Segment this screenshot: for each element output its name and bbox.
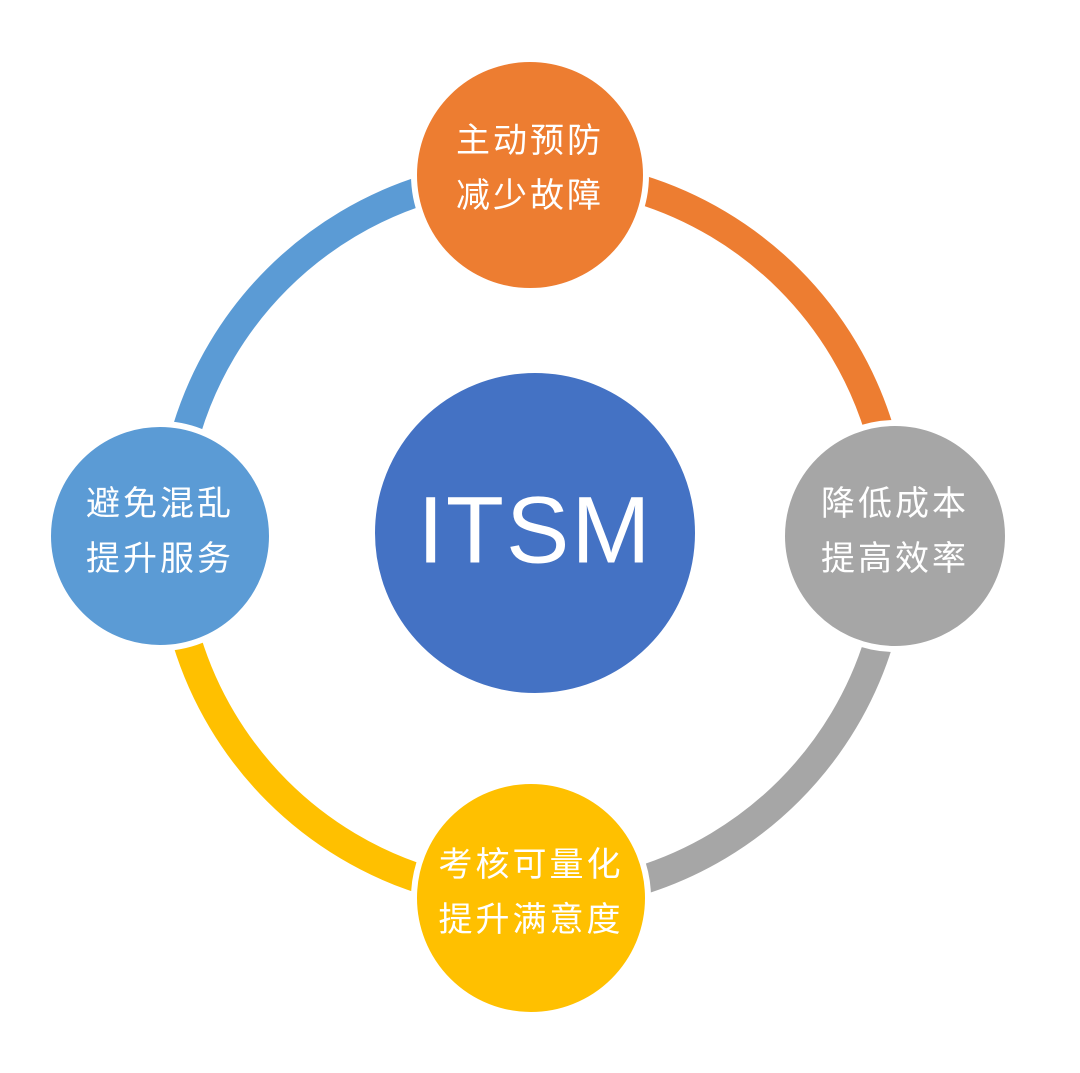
arc-top-to-right (634, 175, 893, 434)
node-circle-top (411, 56, 649, 294)
node-circle-left (45, 421, 275, 651)
arc-bottom-to-left (173, 636, 432, 895)
node-circle-bottom (411, 778, 651, 1018)
node-circle-right (779, 420, 1011, 652)
arc-left-to-top (173, 175, 432, 434)
arc-right-to-bottom (634, 636, 893, 895)
node-circle-center (369, 367, 701, 699)
